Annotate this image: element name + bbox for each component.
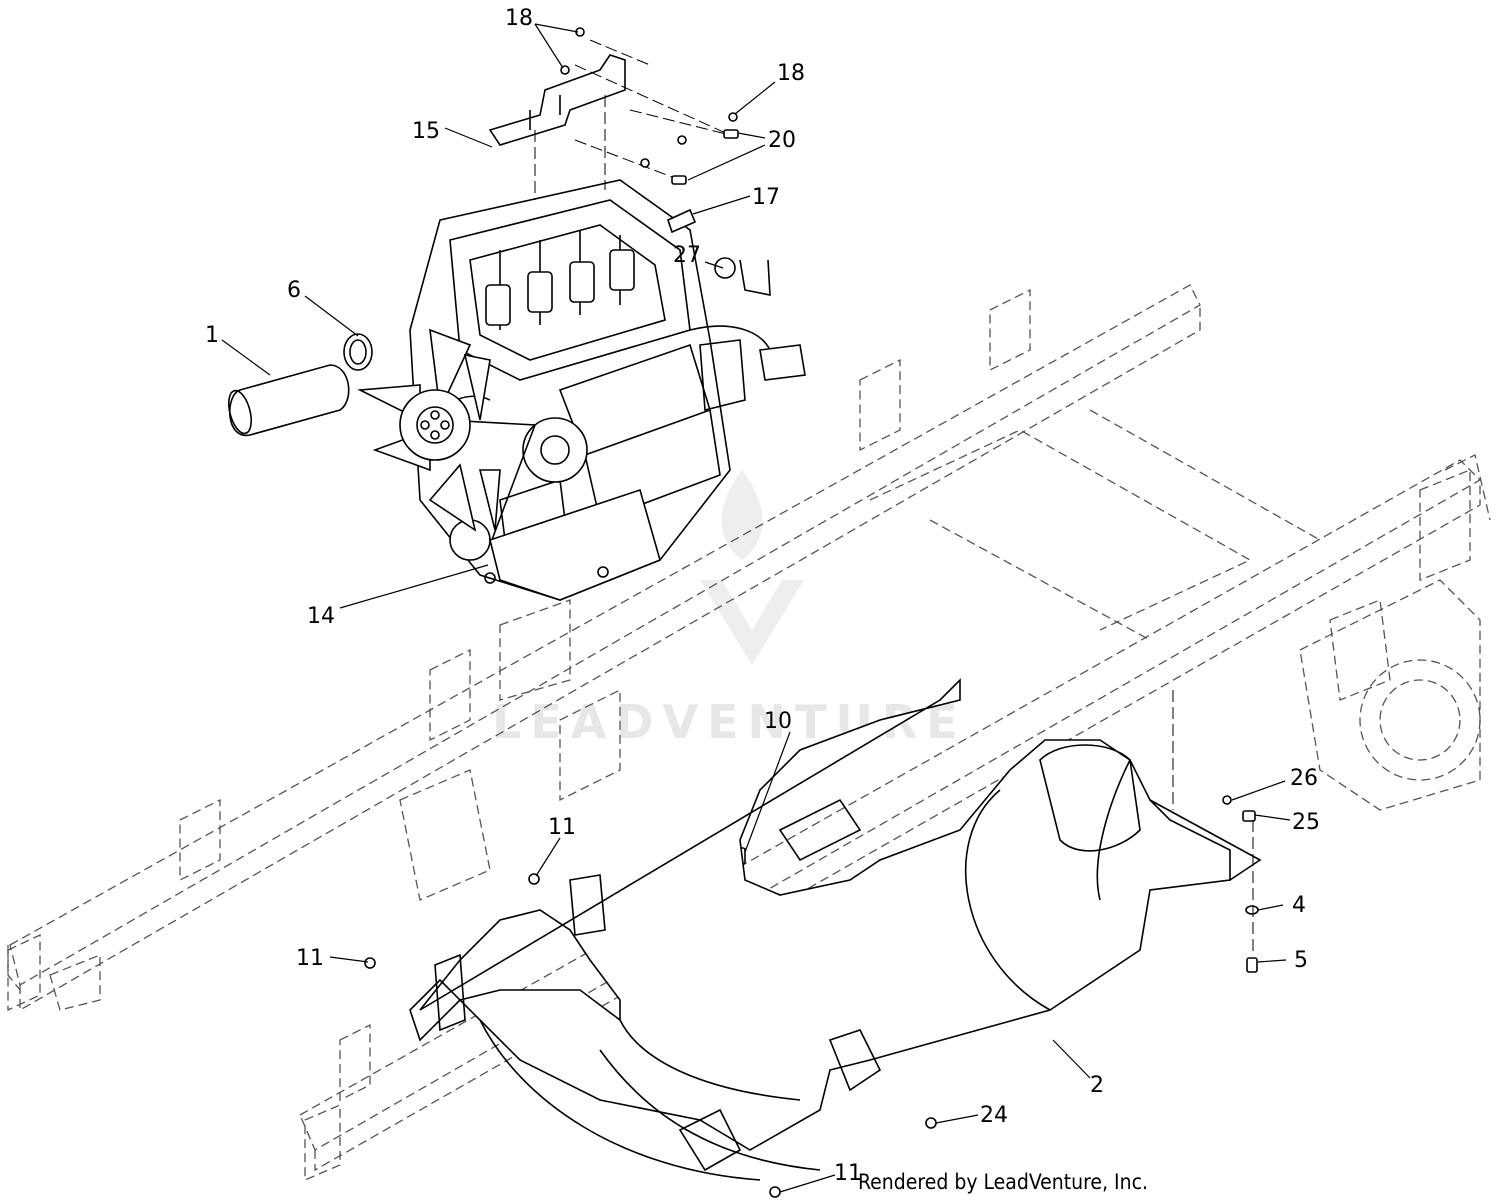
callout-labels: 18 18 15 20 17 27 6 1 14 10 11 11 11 26 …	[205, 6, 1320, 1186]
hardware	[364, 27, 1259, 1198]
part-15-bracket	[488, 39, 731, 200]
callout-2: 2	[1090, 1073, 1104, 1098]
callout-6: 6	[287, 278, 301, 303]
callout-14: 14	[307, 604, 335, 629]
callout-15: 15	[412, 119, 440, 144]
callout-4: 4	[1292, 893, 1306, 918]
callout-11-middle: 11	[548, 815, 576, 840]
callout-11-left: 11	[296, 946, 324, 971]
part-6-clamp	[343, 333, 373, 371]
callout-18-top: 18	[505, 6, 533, 31]
chassis-frame	[7, 284, 1491, 1181]
part-2-tank-shroud	[409, 678, 1262, 1181]
callout-1: 1	[205, 323, 219, 348]
callout-10: 10	[764, 709, 792, 734]
callout-11-bottom: 11	[834, 1161, 862, 1186]
render-credit: Rendered by LeadVenture, Inc.	[858, 1170, 1148, 1194]
callout-18-right: 18	[777, 61, 805, 86]
callout-24: 24	[980, 1103, 1008, 1128]
leader-lines	[221, 23, 1291, 1193]
callout-26: 26	[1290, 766, 1318, 791]
part-1-intake-hose	[227, 364, 350, 436]
watermark-logo	[700, 470, 804, 665]
cooling-fan	[357, 328, 501, 532]
callout-27: 27	[673, 243, 701, 268]
callout-25: 25	[1292, 810, 1320, 835]
callout-20: 20	[768, 128, 796, 153]
callout-17: 17	[752, 185, 780, 210]
callout-5: 5	[1294, 948, 1308, 973]
